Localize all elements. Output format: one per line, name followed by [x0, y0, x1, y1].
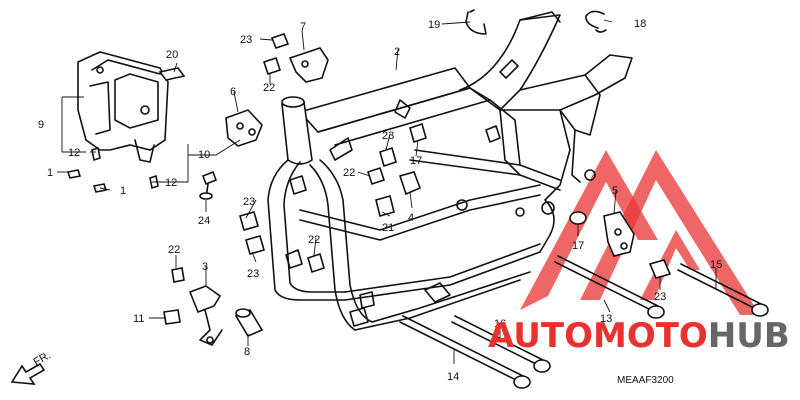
callout-22c: 22 [308, 234, 320, 246]
part-brackets-6-10 [225, 109, 263, 147]
part-ring-18 [585, 10, 607, 33]
callout-6: 6 [230, 86, 236, 98]
part-brackets-mid [239, 122, 427, 274]
callout-12b: 12 [165, 177, 177, 189]
part-battery-case [77, 51, 169, 163]
watermark-text-moto: MOTO [593, 316, 708, 356]
callout-10: 10 [198, 149, 210, 161]
part-stay-3 [163, 267, 223, 346]
front-direction-arrow: FR. [10, 349, 53, 385]
callout-7: 7 [300, 21, 306, 33]
callout-4: 4 [408, 212, 414, 224]
callout-1a: 1 [47, 167, 53, 179]
callout-23c: 23 [247, 268, 259, 280]
callout-1b: 1 [120, 185, 126, 197]
bolt-15 [677, 263, 769, 317]
callout-21: 21 [382, 222, 394, 234]
callout-23a: 23 [240, 34, 252, 46]
callout-15: 15 [710, 259, 722, 271]
callout-23d: 23 [382, 130, 394, 142]
watermark-text-auto: AUTO [488, 316, 593, 356]
bolt-13 [554, 255, 665, 319]
callout-23e: 23 [654, 291, 666, 303]
watermark-text: AUTOMOTOHUB [488, 316, 790, 356]
watermark-logo [520, 150, 760, 315]
callout-22d: 22 [343, 167, 355, 179]
svg-text:AUTOMOTOHUB: AUTOMOTOHUB [488, 316, 790, 356]
callout-8: 8 [244, 346, 250, 358]
bolt-16 [451, 315, 551, 373]
watermark-text-hub: HUB [708, 316, 790, 356]
part-bolt-24 [199, 170, 218, 200]
direction-label: FR. [32, 349, 53, 368]
callout-11: 11 [133, 313, 144, 325]
bolt-14 [399, 315, 531, 389]
callout-labels: 9 20 12 1 1 10 12 6 23 7 22 24 23 23 22 … [38, 18, 722, 383]
callout-22a: 22 [263, 82, 275, 94]
callout-14: 14 [447, 371, 459, 383]
callout-3: 3 [202, 261, 208, 273]
part-bracket-7 [262, 33, 329, 83]
callout-13: 13 [600, 313, 612, 325]
callout-18: 18 [634, 18, 646, 30]
callout-23b: 23 [243, 196, 255, 208]
callout-24: 24 [198, 215, 210, 227]
callout-5: 5 [612, 185, 618, 197]
callout-2: 2 [394, 46, 400, 58]
callout-16: 16 [494, 318, 506, 330]
callout-12a: 12 [68, 147, 80, 159]
small-fasteners-left [66, 146, 159, 193]
frame-body [267, 11, 633, 331]
callout-20: 20 [166, 49, 178, 61]
part-bracket-5 [569, 211, 672, 279]
callout-17a: 17 [410, 155, 422, 167]
diagram-code: MEAAF3200 [617, 375, 674, 386]
callout-19: 19 [428, 19, 440, 31]
callout-9: 9 [38, 119, 44, 131]
callout-17b: 17 [572, 240, 584, 252]
part-collar-8 [234, 308, 264, 338]
callout-22b: 22 [168, 244, 180, 256]
part-clip [158, 67, 186, 81]
leader-lines [57, 19, 717, 364]
